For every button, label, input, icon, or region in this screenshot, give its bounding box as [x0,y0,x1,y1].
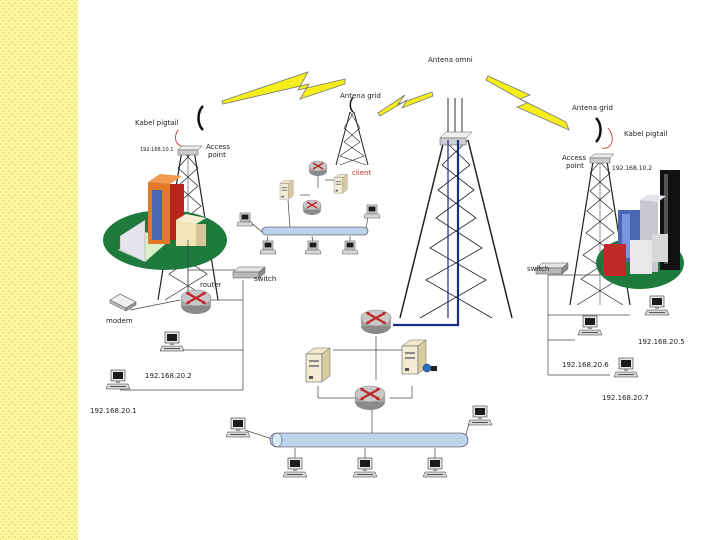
grid-antenna-right-icon [594,116,602,144]
label-kabel-pigtail-right: Kabel pigtail [624,130,667,138]
computer-right-2 [644,295,670,316]
server-right-icon [401,339,427,375]
router-center-icon [359,308,393,336]
label-antena-grid-right: Antena grid [572,104,613,112]
access-point-left-icon [177,145,203,156]
computer-bus-upper-2 [363,204,381,219]
computer-right-3 [613,357,639,378]
label-switch-right: switch [527,265,549,273]
computer-bus-upper-1 [236,212,254,227]
router-bottom-icon [353,384,387,412]
label-modem: modem [106,317,133,325]
label-switch-left: switch [254,275,276,283]
server-client-left-icon [279,180,294,200]
computer-bus-lower-1 [225,417,251,438]
label-ip-right-1: 192.168.20.5 [638,338,685,346]
label-ip-right-3: 192.168.20.7 [602,394,649,402]
label-antena-omni: Antena omni [428,56,473,64]
tower-center [399,98,513,319]
globe-icon [422,363,437,373]
computer-right-1 [577,315,603,336]
lightning-bolt-right [485,75,570,131]
server-left-icon [305,347,331,383]
computer-bus-lower-3 [282,457,308,478]
label-ip-left-1: 192.168.20.2 [145,372,192,380]
lightning-bolt-center [377,91,434,117]
router-client-lower-icon [302,199,322,216]
label-antena-grid-center: Antena grid [340,92,381,100]
label-client: client [352,169,371,177]
building-campus-right [596,170,684,289]
computer-left-2 [105,369,131,390]
grid-antenna-left-icon [197,104,205,132]
label-ip-right-2: 192.168.20.6 [562,361,609,369]
label-router: router [200,281,221,289]
tower-client [335,111,369,166]
computer-left-1 [159,331,185,352]
label-ap-ip-right: 192.168.10.2 [612,165,652,172]
label-ip-left-2: 192.168.20.1 [90,407,137,415]
pigtail-cable-left [175,129,187,147]
omni-radio-unit-icon [439,131,473,146]
bus-cable-upper [261,226,369,236]
computer-bus-lower-2 [467,405,493,426]
bus-cable-lower [269,432,469,448]
computer-bus-upper-5 [341,240,359,255]
computer-bus-lower-5 [422,457,448,478]
computer-bus-upper-3 [259,240,277,255]
computer-bus-lower-4 [352,457,378,478]
lightning-bolt-left [221,71,346,105]
pigtail-cable-right [601,127,613,149]
label-kabel-pigtail-left: Kabel pigtail [135,119,178,127]
label-ap-ip-left: 192.168.10.1 [140,147,173,153]
computer-bus-upper-4 [304,240,322,255]
building-campus-left [103,174,227,270]
decorative-side-strip [0,0,78,540]
server-client-right-icon [333,174,348,194]
backbone-cable [393,140,460,327]
router-client-icon [308,160,328,177]
wireless-link-bolts [221,71,570,131]
router-left-icon [179,288,213,316]
modem-icon [109,293,137,312]
access-point-right-icon [589,153,615,164]
